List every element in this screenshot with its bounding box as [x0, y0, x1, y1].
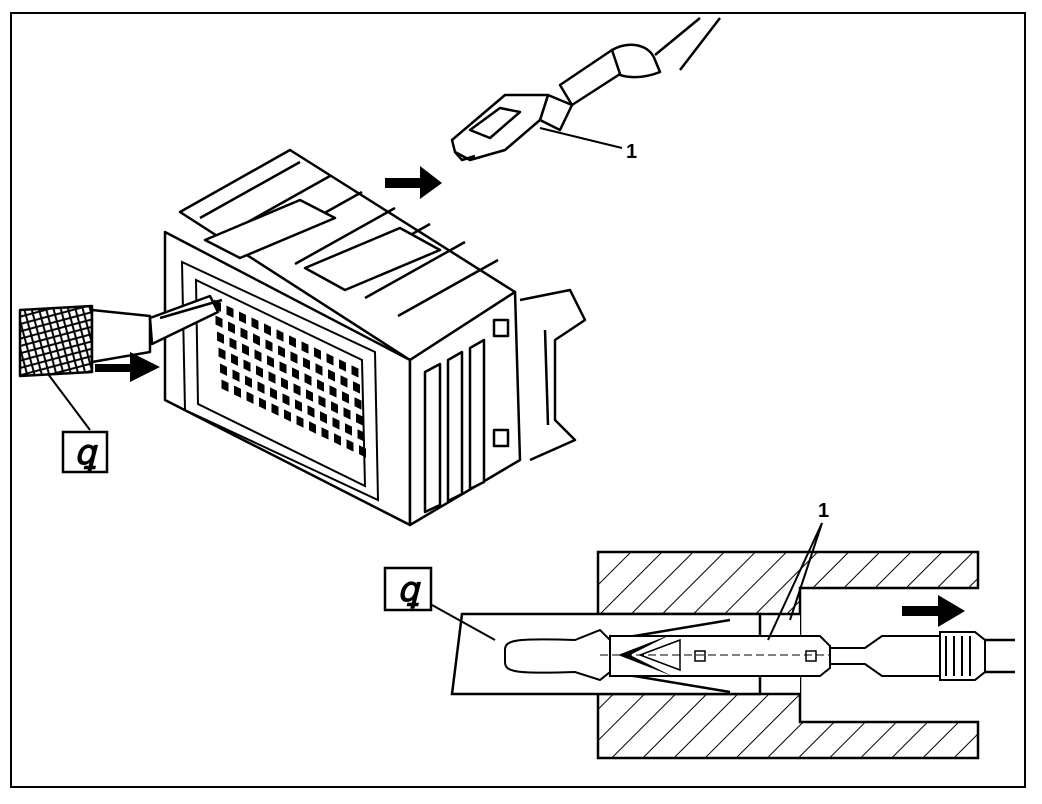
terminal-cavity — [229, 337, 237, 350]
terminal-cavity — [326, 353, 334, 366]
terminal-cavity — [328, 369, 335, 382]
terminal-cavity — [295, 399, 302, 412]
insert-arrow-left — [95, 352, 160, 382]
terminal-cavity — [339, 359, 346, 372]
terminal-callout: 1 — [539, 127, 637, 163]
terminal-cavity — [220, 363, 227, 376]
terminal-cavity — [221, 379, 229, 392]
terminal-cavity — [345, 423, 352, 436]
terminal-cavity — [264, 323, 271, 336]
terminal-cavity — [315, 363, 323, 376]
terminal-cavity — [270, 387, 277, 400]
removal-tool-left — [18, 294, 223, 378]
terminal-cavity — [346, 439, 354, 452]
terminal-cavity — [354, 397, 362, 410]
tool-symbol-bottom: ꝗ — [383, 566, 496, 641]
terminal-cavity — [292, 367, 299, 380]
terminal-cavity — [278, 345, 285, 358]
terminal-cavity — [334, 433, 341, 446]
terminal-cavity — [303, 357, 310, 370]
terminal-cavity — [289, 335, 296, 348]
terminal-cavity — [276, 329, 284, 342]
terminal-cavity — [271, 403, 279, 416]
terminal-cavity — [314, 347, 321, 360]
terminal-cavity — [296, 415, 304, 428]
terminal-cavity — [351, 365, 359, 378]
insert-arrow-top — [385, 166, 442, 199]
terminal-cavity — [243, 359, 251, 372]
terminal-cavity — [309, 421, 316, 434]
terminal-cavity — [242, 343, 249, 356]
terminal-cavity — [318, 395, 326, 408]
terminal-cavity — [240, 327, 248, 340]
tool-leader-top — [47, 373, 91, 431]
terminal-cavity — [254, 349, 262, 362]
terminal-cavity — [246, 391, 254, 404]
terminal-cavity — [290, 351, 298, 364]
pull-arrow — [902, 595, 965, 627]
svg-text:ꝗ: ꝗ — [74, 433, 98, 473]
terminal-cavity — [232, 369, 240, 382]
terminal-cavity — [256, 365, 263, 378]
terminal-cavity — [231, 353, 238, 366]
terminal-with-wire — [450, 17, 721, 162]
terminal-cavity — [253, 333, 260, 346]
terminal-cavity — [342, 391, 349, 404]
terminal-cavity — [307, 405, 315, 418]
terminal-cavity — [329, 385, 337, 398]
figure-frame — [10, 12, 1026, 788]
terminal-cavity — [284, 409, 291, 422]
terminal-cavity — [259, 397, 266, 410]
terminal-cavity — [239, 311, 246, 324]
terminal-cavity — [357, 429, 365, 442]
terminal-cavity — [251, 317, 259, 330]
terminal-cavity — [331, 401, 338, 414]
terminal-cavity — [215, 315, 223, 328]
svg-text:ꝗ: ꝗ — [397, 570, 421, 610]
section-view — [450, 550, 1015, 760]
terminal-cavity — [304, 373, 312, 386]
terminal-cavity — [320, 411, 327, 424]
terminal-cavity — [217, 331, 224, 344]
terminal-cavity — [281, 377, 288, 390]
terminal-cavity — [301, 341, 309, 354]
terminal-cavity — [332, 417, 340, 430]
section-callout: 1 — [767, 500, 829, 641]
tool-symbol-top: ꝗ — [61, 430, 109, 474]
terminal-cavity — [228, 321, 235, 334]
terminal-cavity — [306, 389, 313, 402]
terminal-cavity — [234, 385, 241, 398]
terminal-cavity — [343, 407, 351, 420]
svg-text:1: 1 — [818, 500, 829, 522]
terminal-cavity — [353, 381, 360, 394]
terminal-cavity — [356, 413, 363, 426]
terminal-cavities — [214, 299, 366, 458]
terminal-cavity — [268, 371, 276, 384]
terminal-cavity — [265, 339, 273, 352]
terminal-cavity — [293, 383, 301, 396]
terminal-cavity — [257, 381, 265, 394]
terminal-cavity — [282, 393, 290, 406]
svg-text:1: 1 — [626, 141, 637, 163]
terminal-cavity — [317, 379, 324, 392]
terminal-cavity — [267, 355, 274, 368]
terminal-cavity — [245, 375, 252, 388]
connector-face — [180, 260, 380, 502]
terminal-cavity — [340, 375, 348, 388]
terminal-cavity — [218, 347, 226, 360]
terminal-cavity — [226, 305, 234, 318]
terminal-cavity — [359, 445, 366, 458]
terminal-cavity — [321, 427, 329, 440]
terminal-cavity — [279, 361, 287, 374]
